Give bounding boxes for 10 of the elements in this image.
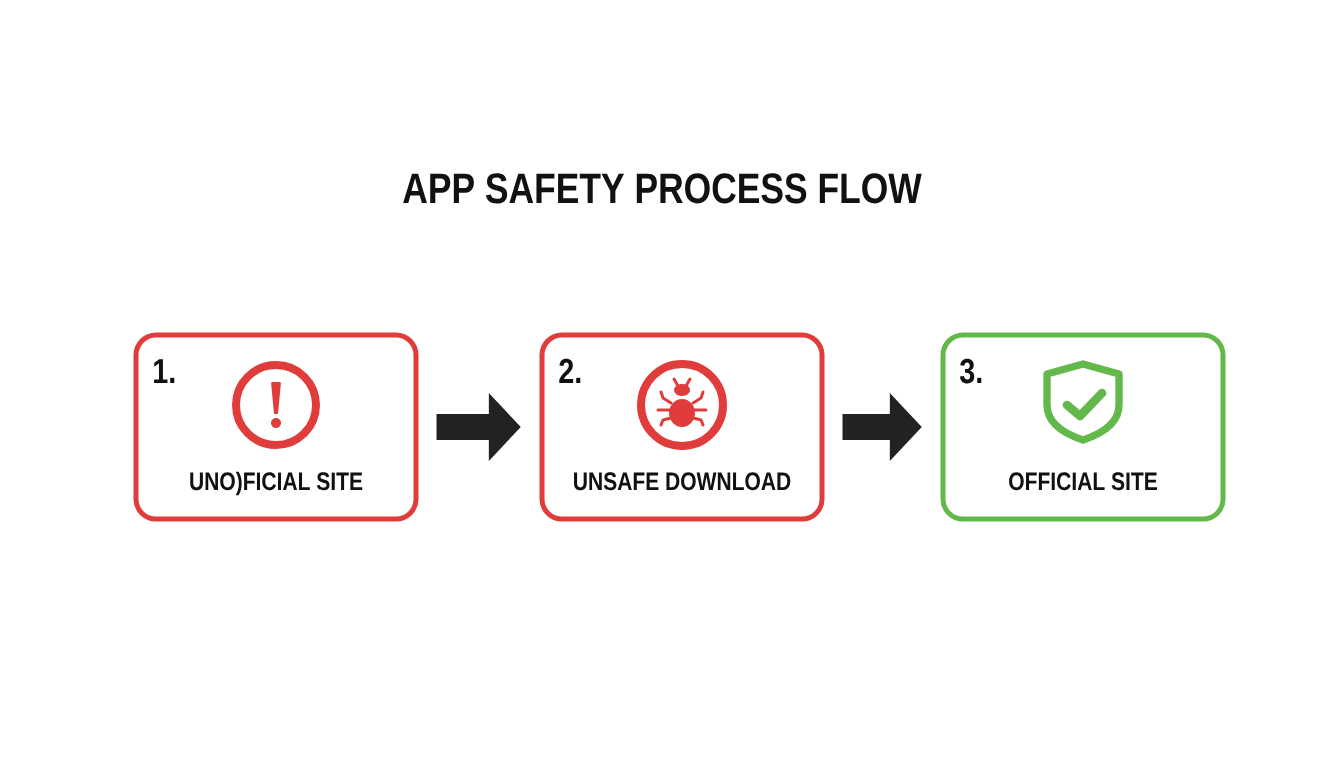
title: APP SAFETY PROCESS FLOW <box>403 173 922 204</box>
step-label: OFFICIAL SITE <box>1009 472 1157 491</box>
step-number: 1. <box>154 359 175 383</box>
step-number: 2. <box>559 358 581 383</box>
process-box <box>539 332 825 522</box>
process-box <box>133 332 419 522</box>
step-label: UNO)FICIAL SITE <box>190 471 363 496</box>
process-box <box>940 332 1226 522</box>
step-number: 3. <box>959 358 982 384</box>
step-label: UNSAFE DOWNLOAD <box>574 472 791 491</box>
